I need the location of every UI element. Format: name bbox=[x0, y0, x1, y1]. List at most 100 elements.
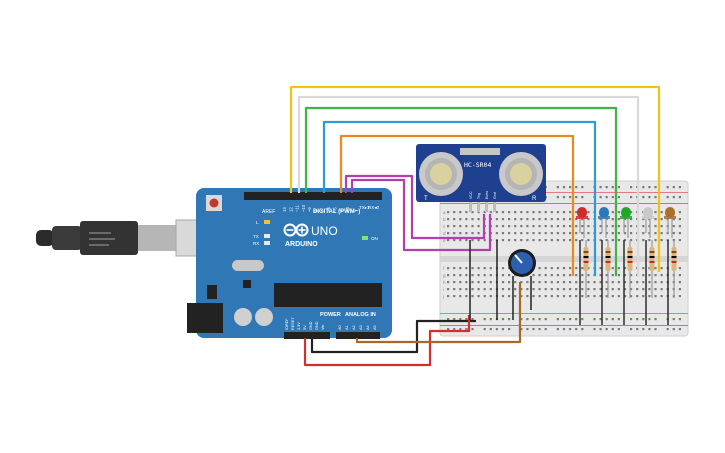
analog-pin-label: A4 bbox=[366, 325, 370, 330]
analog-pin-label: A5 bbox=[373, 325, 377, 330]
white-wire[interactable] bbox=[297, 95, 640, 276]
digital-pin-label: 8 bbox=[314, 209, 319, 212]
digital-pin-label: ~6 bbox=[326, 207, 331, 212]
yellow-wire[interactable] bbox=[289, 85, 661, 272]
rail-jumpers[interactable] bbox=[469, 240, 532, 320]
sensor-r-mark: R bbox=[532, 196, 537, 202]
resistor-body bbox=[583, 247, 589, 271]
digital-pin-label: 13 bbox=[282, 207, 287, 212]
digital-pin-label: ~9 bbox=[307, 207, 312, 212]
digital-header[interactable] bbox=[244, 192, 382, 200]
rx-led bbox=[264, 241, 270, 245]
l-led bbox=[264, 220, 270, 224]
resistor-band bbox=[649, 251, 655, 253]
analog-pin-label: A2 bbox=[352, 325, 356, 330]
red-wire-5v[interactable] bbox=[303, 315, 471, 367]
brown-wire-a0[interactable] bbox=[355, 282, 522, 344]
blue-wire[interactable] bbox=[322, 120, 597, 276]
center-channel bbox=[440, 256, 688, 262]
digital-pin-label: 4 bbox=[339, 209, 344, 212]
row-letter: a bbox=[443, 210, 446, 215]
led-green[interactable] bbox=[620, 207, 632, 238]
resistor-band bbox=[605, 251, 611, 253]
potentiometer[interactable] bbox=[508, 249, 536, 277]
analog-pin-label: A3 bbox=[359, 325, 363, 330]
power-header[interactable] bbox=[284, 332, 330, 339]
led-body bbox=[665, 207, 675, 218]
leds[interactable] bbox=[576, 207, 677, 325]
black-wire-gnd[interactable] bbox=[310, 319, 476, 354]
resistor[interactable] bbox=[645, 240, 655, 325]
power-jack[interactable] bbox=[187, 303, 223, 333]
led-white[interactable] bbox=[642, 207, 654, 238]
purple-wire-trig[interactable] bbox=[344, 174, 486, 240]
sensor-t-mark: T bbox=[424, 196, 428, 202]
led-body bbox=[643, 207, 653, 218]
resistor-body bbox=[627, 247, 633, 271]
green-wire[interactable] bbox=[304, 106, 618, 276]
orange-wire[interactable] bbox=[339, 134, 575, 276]
resistor-band bbox=[671, 261, 677, 263]
resistor-band bbox=[627, 261, 633, 263]
crystal-oscillator bbox=[232, 260, 264, 271]
sensor-pin-label: Echo bbox=[485, 191, 489, 199]
sensor-pins[interactable] bbox=[469, 202, 496, 212]
sensor-model-label: HC-SR04 bbox=[464, 161, 491, 169]
analog-header[interactable] bbox=[336, 332, 380, 339]
row-letter: b bbox=[443, 217, 446, 222]
row-letter: d bbox=[443, 231, 446, 236]
resistor-band bbox=[671, 256, 677, 258]
rx-label: RX bbox=[253, 241, 259, 246]
resistor[interactable] bbox=[623, 240, 633, 325]
analog-in-label: ANALOG IN bbox=[345, 312, 376, 318]
purple-wire-echo[interactable] bbox=[350, 178, 492, 252]
digital-pwm-label: DIGITAL (PWM~) bbox=[313, 209, 360, 215]
uno-label: UNO bbox=[311, 224, 338, 238]
wires[interactable] bbox=[289, 85, 661, 367]
led-orange[interactable] bbox=[664, 207, 676, 238]
rx-pin-label: RX◂0 bbox=[368, 205, 380, 210]
resistor-band bbox=[627, 251, 633, 253]
on-label: ON bbox=[371, 236, 378, 241]
power-pin-label: IOREF bbox=[285, 318, 289, 330]
led-base bbox=[664, 216, 676, 219]
resistor-band bbox=[627, 256, 633, 258]
resistor-band bbox=[649, 261, 655, 263]
resistor[interactable] bbox=[601, 240, 611, 325]
sensor-crystal bbox=[460, 148, 500, 155]
row-letter: g bbox=[443, 273, 446, 278]
tx-pin-label: TX▸1 bbox=[359, 205, 370, 210]
led-body bbox=[577, 207, 587, 218]
digital-pin-label: 7 bbox=[320, 209, 325, 212]
led-base bbox=[576, 216, 588, 219]
sensor-pin-label: VCC bbox=[469, 191, 473, 199]
voltage-regulator bbox=[243, 280, 251, 288]
resistor-band bbox=[583, 251, 589, 253]
resistor[interactable] bbox=[667, 240, 677, 325]
sensor-pin-label: Gnd bbox=[493, 192, 497, 199]
tx-label: TX bbox=[253, 234, 259, 239]
resistor-body bbox=[649, 247, 655, 271]
resistor-band bbox=[583, 261, 589, 263]
row-letter: h bbox=[443, 280, 446, 285]
led-red[interactable] bbox=[576, 207, 588, 238]
on-led bbox=[362, 236, 368, 240]
usb-cable[interactable] bbox=[36, 219, 203, 257]
digital-pin-label: 12 bbox=[288, 207, 293, 212]
arduino-logo-icon bbox=[283, 223, 309, 237]
power-pin-label: RESET bbox=[291, 317, 295, 330]
row-letter: j bbox=[442, 294, 444, 299]
power-label: POWER bbox=[320, 312, 341, 318]
resistor-band bbox=[649, 256, 655, 258]
resistor[interactable] bbox=[579, 240, 589, 325]
resistor-body bbox=[671, 247, 677, 271]
digital-pin-label: ~10 bbox=[301, 204, 306, 212]
analog-pin-label: A1 bbox=[345, 325, 349, 330]
led-blue[interactable] bbox=[598, 207, 610, 238]
